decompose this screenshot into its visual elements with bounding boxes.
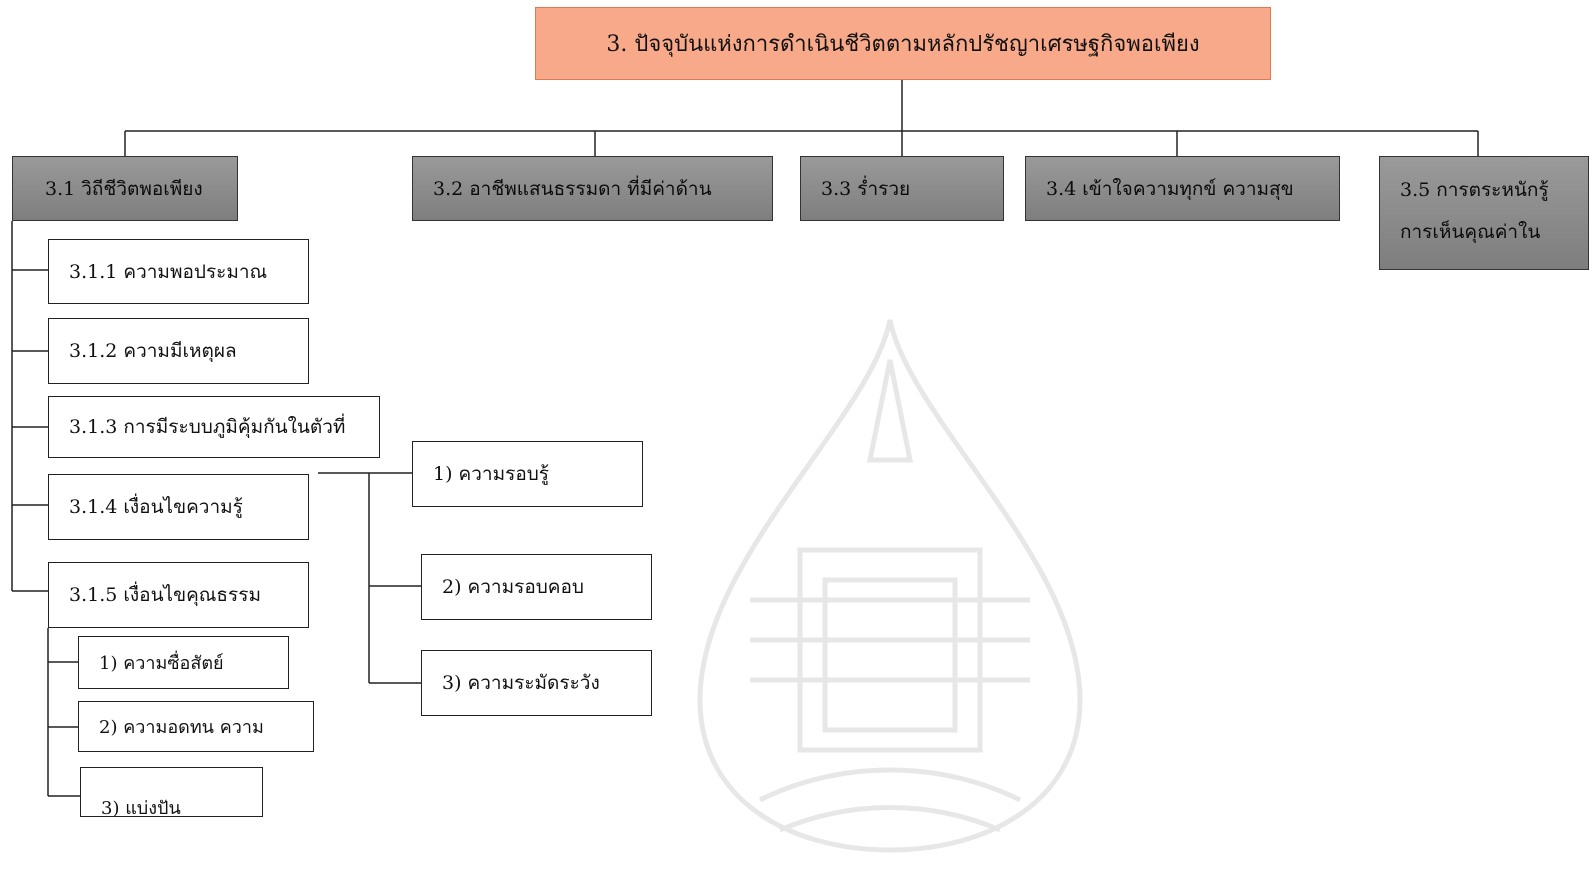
sub-item-3-1-4: 3.1.4 เงื่อนไขความรู้ <box>48 474 309 540</box>
sub-item-3-1-3: 3.1.3 การมีระบบภูมิคุ้มกันในตัวที่ <box>48 396 380 458</box>
sub-item-label: 3.1.4 เงื่อนไขความรู้ <box>69 496 243 518</box>
category-label: 3.4 เข้าใจความทุกข์ ความสุข <box>1046 177 1294 200</box>
root-node: 3. ปัจจุบันแห่งการดำเนินชีวิตตามหลักปรัช… <box>535 7 1271 80</box>
knowledge-item-1: 1) ความรอบรู้ <box>412 441 643 507</box>
virtue-item-1: 1) ความซื่อสัตย์ <box>78 636 289 689</box>
sub-item-label: 3.1.1 ความพอประมาณ <box>69 260 268 283</box>
knowledge-item-2: 2) ความรอบคอบ <box>421 554 652 620</box>
category-node-3-1: 3.1 วิถีชีวิตพอเพียง <box>12 156 238 221</box>
category-label: 3.1 วิถีชีวิตพอเพียง <box>45 177 203 200</box>
knowledge-item-label: 2) ความรอบคอบ <box>442 576 584 598</box>
sub-item-label: 3.1.3 การมีระบบภูมิคุ้มกันในตัวที่ <box>69 416 346 438</box>
virtue-item-2: 2) ความอดทน ความ <box>78 701 314 752</box>
virtue-item-label: 1) ความซื่อสัตย์ <box>99 653 224 674</box>
virtue-item-label: 3) แบ่งปัน <box>101 798 181 817</box>
virtue-item-label: 2) ความอดทน ความ <box>99 717 264 738</box>
category-label-line-1: 3.5 การตระหนักรู้ <box>1400 179 1549 201</box>
category-label: 3.3 ร่ำรวย <box>821 177 911 200</box>
category-node-3-2: 3.2 อาชีพแสนธรรมดา ที่มีค่าด้าน <box>412 156 773 221</box>
root-node-label: 3. ปัจจุบันแห่งการดำเนินชีวิตตามหลักปรัช… <box>606 32 1200 57</box>
sub-item-3-1-1: 3.1.1 ความพอประมาณ <box>48 239 309 304</box>
university-emblem-watermark-icon <box>697 319 1083 853</box>
sub-item-label: 3.1.5 เงื่อนไขคุณธรรม <box>69 584 261 606</box>
sub-item-3-1-5: 3.1.5 เงื่อนไขคุณธรรม <box>48 562 309 628</box>
category-node-3-5: 3.5 การตระหนักรู้ การเห็นคุณค่าใน <box>1379 156 1589 270</box>
sub-item-3-1-2: 3.1.2 ความมีเหตุผล <box>48 318 309 384</box>
category-label: 3.2 อาชีพแสนธรรมดา ที่มีค่าด้าน <box>433 177 712 200</box>
category-node-3-3: 3.3 ร่ำรวย <box>800 156 1004 221</box>
sub-item-label: 3.1.2 ความมีเหตุผล <box>69 340 237 362</box>
knowledge-item-3: 3) ความระมัดระวัง <box>421 650 652 716</box>
knowledge-item-label: 1) ความรอบรู้ <box>433 463 549 485</box>
category-node-3-4: 3.4 เข้าใจความทุกข์ ความสุข <box>1025 156 1340 221</box>
virtue-item-3: 3) แบ่งปัน <box>80 767 263 817</box>
knowledge-item-label: 3) ความระมัดระวัง <box>442 672 600 694</box>
category-label-line-2: การเห็นคุณค่าใน <box>1400 221 1541 243</box>
